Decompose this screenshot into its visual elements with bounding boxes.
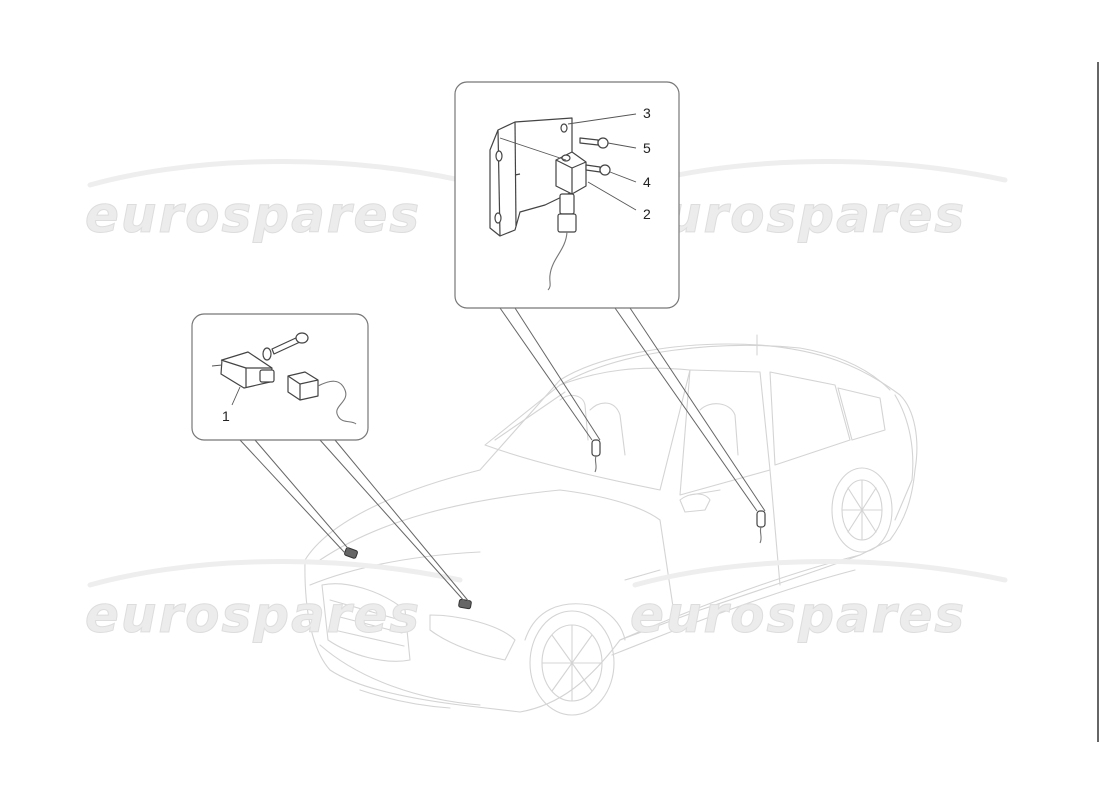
- callout-3: 3: [643, 105, 651, 121]
- crash-sensor-icon: [211, 351, 275, 389]
- crash-sensor-icon: [458, 598, 472, 610]
- connector-icon: [287, 371, 357, 425]
- watermark-text: eurospares: [630, 186, 966, 244]
- side-impact-sensor-icon: [547, 151, 587, 291]
- watermark-group: eurospares eurospares eurospares eurospa…: [85, 159, 1008, 645]
- screw-icon: [585, 164, 611, 176]
- detail-box-front-sensor: 1: [191, 313, 369, 441]
- car-outline: [304, 334, 918, 716]
- watermark-text: eurospares: [630, 586, 966, 644]
- watermark-text: eurospares: [85, 186, 421, 244]
- watermark-text: eurospares: [85, 586, 421, 644]
- side-impact-sensor-icon: [756, 510, 766, 544]
- screw-icon: [579, 137, 609, 149]
- detail-box-side-sensor: 3 5 4 2: [454, 81, 680, 309]
- sensor-locators: [344, 439, 766, 610]
- detail-guide-lines: [239, 307, 766, 604]
- bolt-icon: [271, 332, 309, 355]
- mounting-bracket-icon: [489, 117, 573, 237]
- washer-icon: [262, 347, 272, 361]
- callout-5: 5: [643, 140, 651, 156]
- callout-2: 2: [643, 206, 651, 222]
- callout-1: 1: [222, 408, 230, 424]
- side-impact-sensor-icon: [591, 439, 601, 473]
- callout-4: 4: [643, 174, 651, 190]
- crash-sensor-icon: [344, 547, 358, 559]
